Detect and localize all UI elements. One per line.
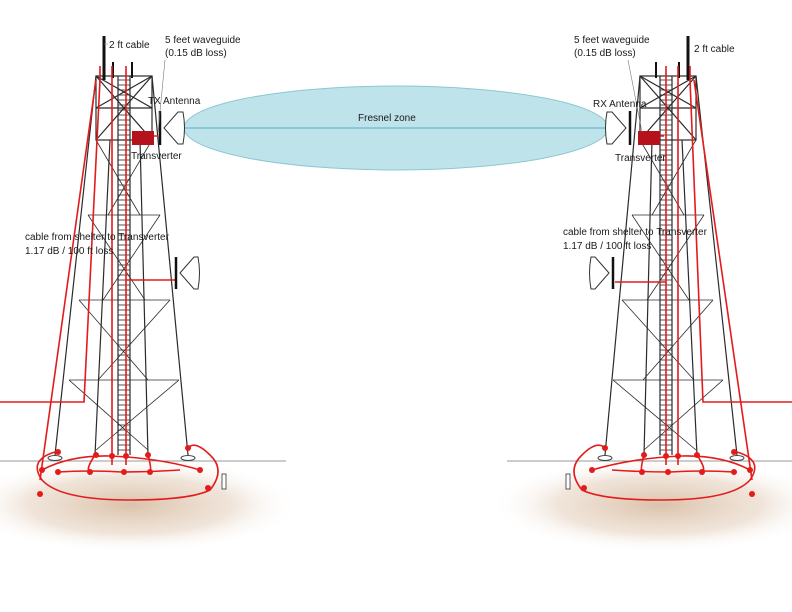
rx-antenna-icon <box>605 111 632 145</box>
cable-2ft-label-right: 2 ft cable <box>694 44 735 55</box>
cable-junction-node <box>665 469 671 475</box>
ground-rod-left <box>221 473 227 490</box>
waveguide-label-right-line2: (0.15 dB loss) <box>574 48 636 59</box>
ground-rod-right <box>565 473 571 490</box>
cable-junction-node <box>675 453 681 459</box>
cable-junction-node <box>602 445 608 451</box>
cable-junction-node <box>37 491 43 497</box>
cable-junction-node <box>749 491 755 497</box>
transverter-label-right: Transverter <box>615 153 666 164</box>
cable-junction-node <box>39 467 45 473</box>
ladder-left <box>117 76 131 455</box>
cable-junction-node <box>185 445 191 451</box>
tx-antenna-label: TX Antenna <box>148 96 201 107</box>
cable-junction-node <box>641 452 647 458</box>
cable-junction-node <box>205 485 211 491</box>
cable-junction-node <box>87 469 93 475</box>
cable-junction-node <box>663 453 669 459</box>
cable-junction-node <box>123 453 129 459</box>
fresnel-zone <box>183 85 609 171</box>
transverter-label-left: Transverter <box>131 151 182 162</box>
cable-label-left-line2: 1.17 dB / 100 ft loss <box>25 246 113 257</box>
cables-right <box>573 66 792 501</box>
cable-junction-node <box>109 453 115 459</box>
cable-junction-node <box>694 452 700 458</box>
cable-junction-node <box>747 467 753 473</box>
waveguide-label-left-line2: (0.15 dB loss) <box>165 48 227 59</box>
cable-junction-node <box>731 469 737 475</box>
cable-junction-node <box>699 469 705 475</box>
transverter-right <box>638 131 660 145</box>
fresnel-zone-label: Fresnel zone <box>358 113 416 124</box>
cable-junction-node <box>197 467 203 473</box>
cable-junction-node <box>55 469 61 475</box>
cable-junction-node <box>581 485 587 491</box>
cable-label-right-line2: 1.17 dB / 100 ft loss <box>563 241 651 252</box>
cable-junction-node <box>145 452 151 458</box>
tower-right <box>597 36 745 461</box>
tx-antenna-icon <box>158 111 185 145</box>
tower-left <box>47 36 196 461</box>
cable-label-right-line1: cable from shelter to Transverter <box>563 227 708 238</box>
cable-junction-node <box>147 469 153 475</box>
cable-label-left-line1: cable from shelter to Transverter <box>25 232 170 243</box>
dish-antenna-left-icon <box>174 256 200 290</box>
cable-junction-node <box>55 449 61 455</box>
rx-antenna-label: RX Antenna <box>593 99 647 110</box>
ground-right <box>490 457 792 553</box>
transverter-left <box>132 131 154 145</box>
dish-antenna-right-icon <box>589 256 615 290</box>
cable-junction-node <box>589 467 595 473</box>
cable-junction-node <box>639 469 645 475</box>
waveguide-label-right-line1: 5 feet waveguide <box>574 35 650 46</box>
waveguide-label-left-line1: 5 feet waveguide <box>165 35 241 46</box>
cable-2ft-label-left: 2 ft cable <box>109 40 150 51</box>
cable-junction-node <box>731 449 737 455</box>
cable-junction-node <box>93 452 99 458</box>
cable-junction-node <box>121 469 127 475</box>
